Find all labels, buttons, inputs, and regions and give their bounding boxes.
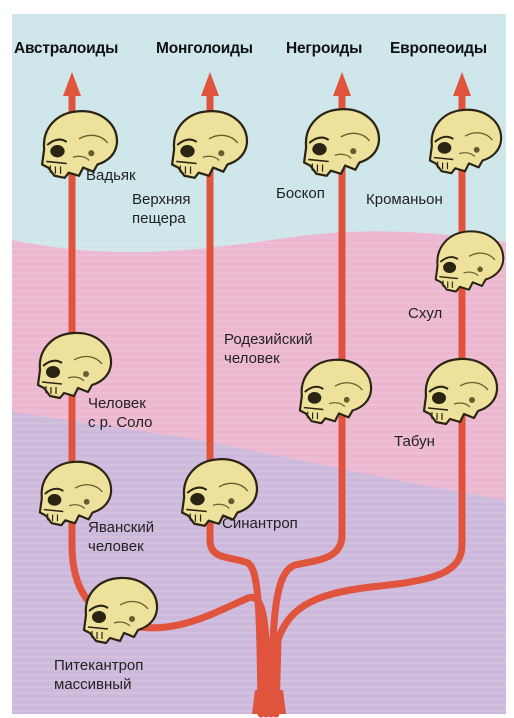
label-sinanthropus: Синантроп [222,514,298,533]
label-javan-line1: Яванский [88,518,154,537]
label-javan: Яванский человек [88,518,154,556]
branch-title-australoids: Австралоиды [14,40,118,58]
label-solo-line2: с р. Соло [88,413,152,432]
label-upper-cave-line1: Верхняя [132,190,191,209]
branch-title-mongoloids: Монголоиды [156,40,253,58]
label-boskop: Боскоп [276,184,325,203]
label-upper-cave: Верхняя пещера [132,190,191,228]
label-skhul: Схул [408,304,442,323]
label-tabun: Табун [394,432,435,451]
label-solo: Человек с р. Соло [88,394,152,432]
label-cromagnon: Кроманьон [366,190,443,209]
label-rhodesian-line2: человек [224,349,313,368]
label-pithecanthropus: Питекантроп массивный [54,656,143,694]
trunk-base [252,690,286,714]
branch-title-negroids: Негроиды [286,40,362,58]
label-wadjak: Вадьяк [86,166,136,185]
label-pithecanthropus-line1: Питекантроп [54,656,143,675]
label-solo-line1: Человек [88,394,152,413]
label-pithecanthropus-line2: массивный [54,675,143,694]
branch-title-europeoids: Европеоиды [390,40,487,58]
label-upper-cave-line2: пещера [132,209,191,228]
label-rhodesian-line1: Родезийский [224,330,313,349]
label-javan-line2: человек [88,537,154,556]
label-rhodesian: Родезийский человек [224,330,313,368]
